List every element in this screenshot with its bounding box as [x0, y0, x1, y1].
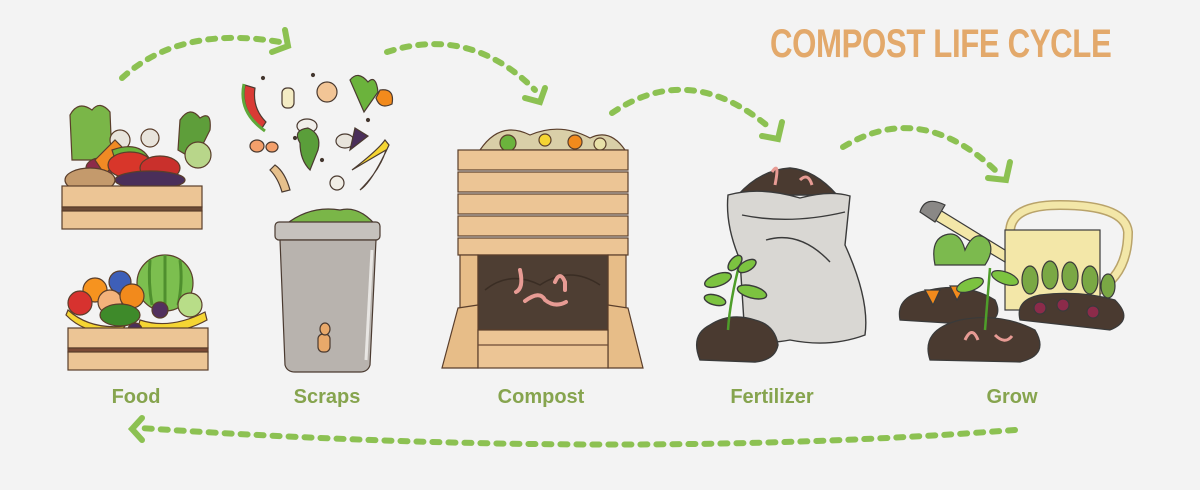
scrap-bin-icon — [241, 72, 394, 373]
infographic-title: COMPOST LIFE CYCLE — [770, 22, 1112, 66]
arrow-scraps-to-compost — [384, 41, 548, 106]
arrow-compost-to-fertilizer — [609, 86, 785, 143]
garden-plants-icon — [898, 199, 1134, 363]
fertilizer-sack-icon — [696, 166, 867, 363]
cycle-arrows — [119, 27, 1018, 448]
stage-label-scraps: Scraps — [293, 386, 361, 408]
stage-label-food: Food — [111, 386, 161, 408]
produce-crates-icon — [61, 104, 212, 371]
vegetable-crate — [61, 104, 212, 230]
flying-scraps — [241, 72, 394, 193]
fruit-crate — [65, 254, 209, 371]
arrow-grow-to-food — [127, 415, 1018, 448]
carrot-mound — [898, 233, 999, 326]
seedling-mound — [927, 267, 1041, 363]
arrow-fertilizer-to-grow — [840, 125, 1013, 184]
compost-box-icon — [441, 128, 644, 369]
arrow-food-to-scraps — [119, 27, 292, 81]
beet-mound — [1018, 260, 1125, 331]
stage-label-grow: Grow — [986, 386, 1038, 408]
stage-label-fertilizer: Fertilizer — [730, 386, 814, 408]
stage-label-compost: Compost — [497, 386, 585, 408]
scrap-bin — [274, 208, 381, 373]
